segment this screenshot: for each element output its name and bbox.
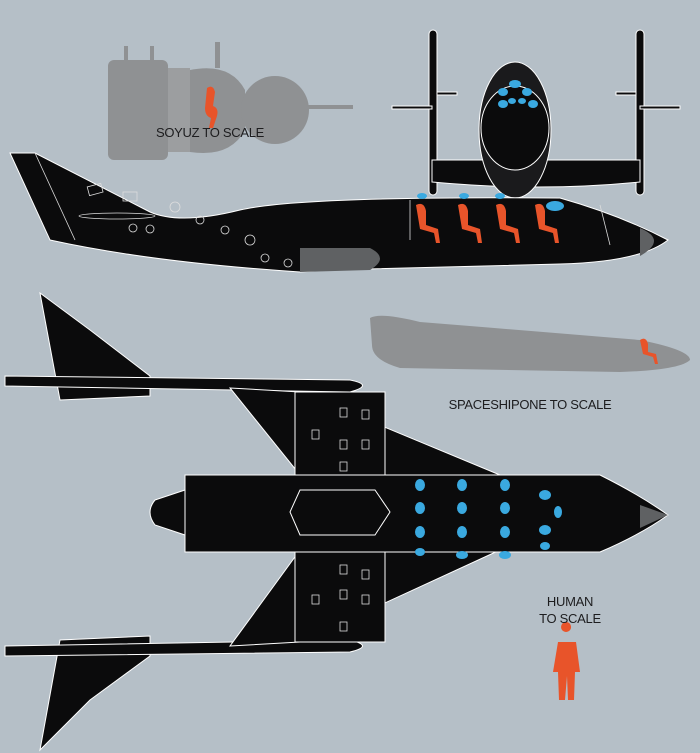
spaceshipone-label: SPACESHIPONE TO SCALE — [448, 397, 612, 412]
spaceshipone-silhouette — [370, 315, 690, 372]
soyuz-label: SOYUZ TO SCALE — [155, 125, 265, 140]
side-passengers — [416, 193, 564, 243]
human-figure — [553, 622, 580, 700]
top-view-windows — [415, 479, 562, 559]
spaceshipone-passenger — [640, 338, 658, 364]
top-view — [4, 291, 669, 752]
side-view — [9, 152, 669, 273]
human-label-line2: TO SCALE — [539, 611, 601, 626]
human-label-line1: HUMAN — [546, 594, 594, 609]
soyuz-silhouette — [108, 42, 353, 160]
front-view — [391, 29, 681, 199]
soyuz-passenger — [205, 86, 218, 128]
